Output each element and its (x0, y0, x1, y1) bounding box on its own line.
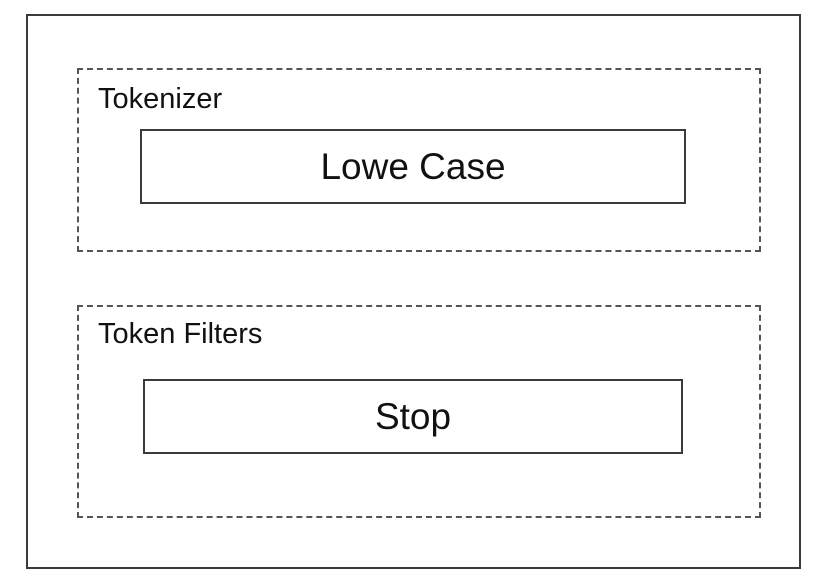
analyzer-frame (26, 14, 801, 569)
token-filters-title: Token Filters (98, 318, 263, 350)
tokenizer-group: Tokenizer (77, 68, 761, 252)
stop-box: Stop (143, 379, 683, 454)
tokenizer-title: Tokenizer (98, 83, 223, 115)
stop-label: Stop (374, 395, 452, 437)
token-filters-group: Token Filters (77, 305, 761, 518)
lowercase-label: Lowe Case (320, 145, 506, 187)
lowercase-box: Lowe Case (140, 129, 686, 204)
